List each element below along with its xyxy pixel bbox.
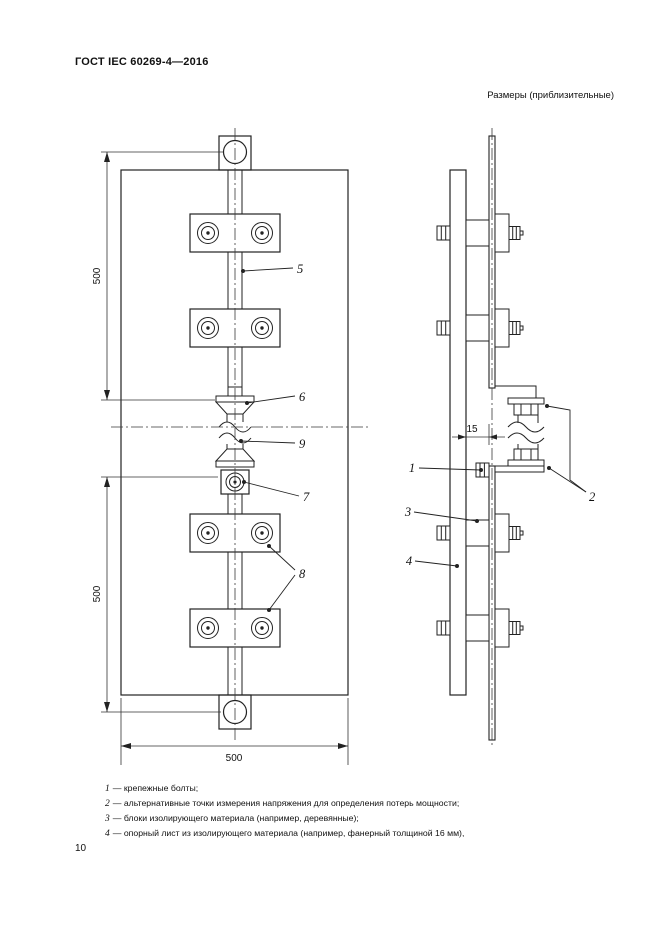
standard-number-header: ГОСТ IEC 60269-4—2016 — [75, 56, 209, 68]
fuse-assembly-side — [475, 385, 545, 478]
legend-item-number: 4 — [105, 829, 110, 839]
legend-item: 2— альтернативные точки измерения напряж… — [105, 796, 625, 811]
dim-block-thickness-label: 15 — [466, 424, 478, 435]
callout-3-label: 3 — [404, 505, 411, 519]
side-view — [436, 135, 545, 741]
callout-5-label: 5 — [297, 262, 303, 276]
approx-dimensions-note: Размеры (приблизительные) — [487, 90, 614, 101]
legend-item: 4— опорный лист из изолирующего материал… — [105, 826, 625, 841]
figure-legend: 1— крепежные болты; 2— альтернативные то… — [105, 781, 625, 841]
legend-item-number: 1 — [105, 784, 110, 794]
callout-6-label: 6 — [299, 390, 306, 404]
break-symbol — [507, 421, 545, 433]
callouts: 5 6 9 7 8 1 — [239, 262, 595, 612]
callout-9-label: 9 — [299, 437, 306, 451]
callout-4-label: 4 — [406, 554, 412, 568]
dim-upper-height-label: 500 — [92, 267, 103, 284]
page-number: 10 — [75, 843, 87, 854]
dim-lower-height-label: 500 — [92, 585, 103, 602]
legend-item-number: 2 — [105, 799, 110, 809]
dimensions: 500 500 500 15 — [92, 151, 505, 765]
legend-item: 1— крепежные болты; — [105, 781, 625, 796]
legend-item-text: — блоки изолирующего материала (например… — [112, 813, 359, 823]
callout-7-label: 7 — [303, 490, 310, 504]
legend-item-text: — альтернативные точки измерения напряже… — [112, 798, 460, 808]
callout-2-label: 2 — [589, 490, 595, 504]
legend-item-number: 3 — [105, 814, 110, 824]
legend-item-text: — опорный лист из изолирующего материала… — [112, 828, 465, 838]
callout-1-label: 1 — [409, 461, 415, 475]
centerlines — [111, 128, 493, 748]
legend-item-text: — крепежные болты; — [112, 783, 199, 793]
support-sheet-side — [449, 169, 467, 696]
callout-8-label: 8 — [299, 567, 306, 581]
legend-item: 3— блоки изолирующего материала (наприме… — [105, 811, 625, 826]
front-view — [120, 135, 349, 730]
dim-width-label: 500 — [226, 753, 243, 764]
